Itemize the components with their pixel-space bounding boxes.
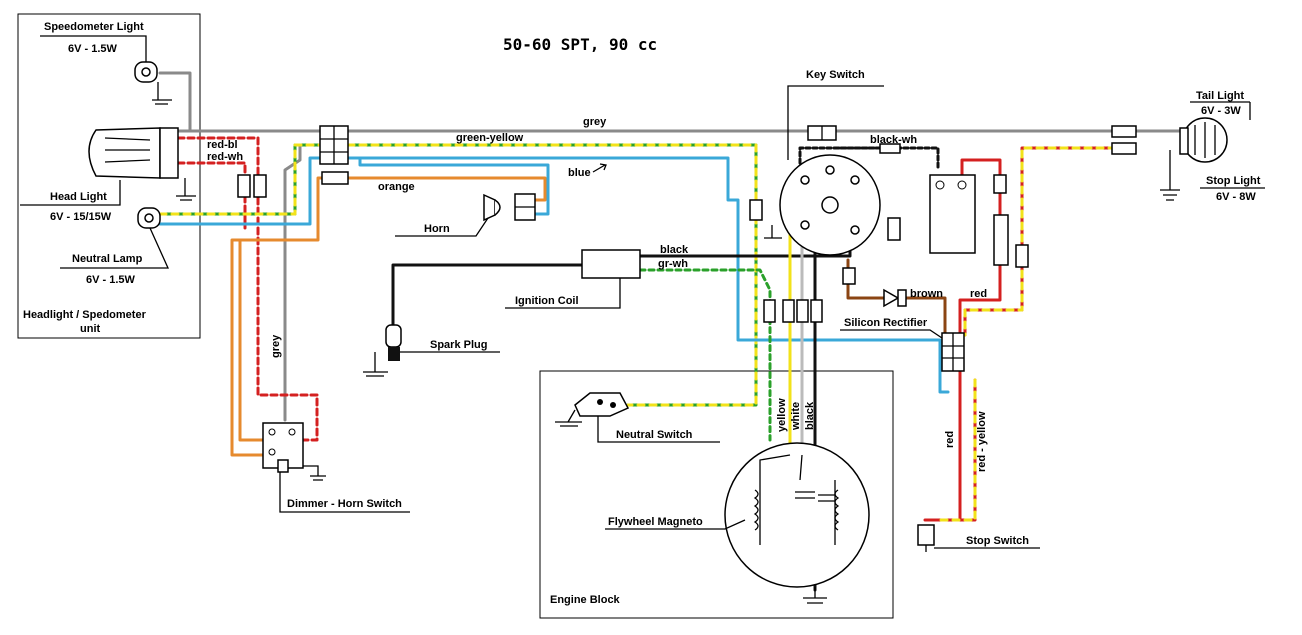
wire-label-brown: brown [910, 288, 943, 300]
flywheel-magneto-label: Flywheel Magneto [608, 516, 703, 528]
spark-plug-icon [363, 324, 402, 377]
red-wire-battery [923, 158, 1002, 522]
ignition-coil-pointer [505, 278, 621, 309]
key-switch-connector [807, 125, 901, 154]
wire-label-white: white [790, 402, 802, 431]
silicon-rectifier-label: Silicon Rectifier [844, 317, 928, 329]
head-light-spec: 6V - 15/15W [50, 211, 112, 223]
wire-label-gr-wh: gr-wh [658, 258, 688, 270]
wire-label-grey-vertical: grey [270, 334, 282, 358]
tail-light-label: Tail Light [1196, 90, 1244, 102]
black-wh-wire [798, 146, 940, 172]
dimmer-horn-switch-icon [262, 422, 326, 481]
grey-wire-speedo [158, 71, 192, 133]
neutral-switch-label: Neutral Switch [616, 429, 693, 441]
headlight-unit-box [17, 13, 201, 339]
tail-light-icon [1111, 117, 1228, 201]
neutral-lamp-pointer [60, 227, 170, 269]
wire-label-red: red [970, 288, 987, 300]
tail-light-spec: 6V - 3W [1201, 105, 1241, 117]
horn-pointer [395, 217, 489, 237]
wire-label-black-vertical: black [804, 401, 816, 430]
red-yellow-wire-overlay [938, 146, 1117, 522]
speedometer-light-pointer [40, 35, 147, 62]
silicon-rectifier-pointer [840, 329, 946, 341]
wire-label-blue: blue [568, 167, 591, 179]
headlight-unit-label-2: unit [80, 323, 100, 335]
horn-label: Horn [424, 223, 450, 235]
head-light-icon [88, 127, 196, 201]
wire-label-yellow: yellow [776, 398, 788, 432]
stop-light-spec: 6V - 8W [1216, 191, 1256, 203]
key-switch-pointer [787, 85, 884, 160]
wire-label-black-wh: black-wh [870, 134, 917, 146]
neutral-lamp-spec: 6V - 1.5W [86, 274, 136, 286]
spark-plug-label: Spark Plug [430, 339, 487, 351]
rear-connector-block [941, 332, 965, 372]
main-connector-block [319, 125, 349, 185]
horn-icon [483, 193, 536, 222]
silicon-rectifier-icon [883, 288, 907, 308]
dimmer-horn-switch-label: Dimmer - Horn Switch [287, 498, 402, 510]
fuse-icon [993, 174, 1029, 268]
orange-wire-dimmer [238, 238, 267, 442]
head-light-pointer [20, 180, 121, 206]
headlight-connectors [237, 174, 267, 198]
diagram-title: 50-60 SPT, 90 cc [503, 35, 657, 54]
neutral-lamp-label: Neutral Lamp [72, 253, 143, 265]
neutral-switch-pointer [597, 416, 720, 443]
neutral-lamp-icon [137, 207, 161, 229]
stop-switch-label: Stop Switch [966, 535, 1029, 547]
speedometer-light-label: Speedometer Light [44, 21, 144, 33]
neutral-switch-icon [555, 392, 630, 427]
magneto-connectors [763, 299, 823, 323]
wire-label-red-yellow: red - yellow [976, 411, 988, 472]
headlight-unit-label-1: Headlight / Spedometer [23, 309, 147, 321]
engine-block-label: Engine Block [550, 594, 621, 606]
wire-label-red-bl: red-bl [207, 139, 238, 151]
wire-label-black: black [660, 244, 689, 256]
flywheel-magneto-icon [724, 442, 870, 604]
wire-label-grey: grey [583, 116, 607, 128]
orange-wire [230, 176, 547, 457]
tail-light-pointer [1190, 101, 1251, 120]
ignition-coil-label: Ignition Coil [515, 295, 579, 307]
speedometer-light-spec: 6V - 1.5W [68, 43, 118, 55]
ht-lead [391, 263, 584, 332]
stop-switch-icon [917, 524, 935, 552]
engine-block-box [539, 370, 894, 619]
wire-label-orange: orange [378, 181, 415, 193]
battery-icon [929, 174, 976, 254]
stop-light-label: Stop Light [1206, 175, 1261, 187]
blue-wire-horn-branch [358, 156, 550, 216]
blue-wire-lamp [158, 156, 325, 226]
red-wh-wire [176, 161, 247, 230]
wire-label-red-wh: red-wh [207, 151, 243, 163]
green-yellow-wire-overlay [158, 143, 758, 407]
head-light-label: Head Light [50, 191, 107, 203]
gr-wh-wire [638, 268, 772, 442]
wire-label-green-yellow: green-yellow [456, 132, 524, 144]
blue-arrow [592, 163, 607, 173]
dimmer-horn-switch-pointer [279, 472, 410, 513]
red-bl-wire [176, 136, 319, 442]
key-switch-label: Key Switch [806, 69, 865, 81]
flywheel-magneto-pointer [605, 519, 746, 530]
speedometer-light-icon [134, 61, 172, 105]
wire-label-red-vertical: red [944, 431, 956, 448]
ignition-coil-icon [581, 249, 641, 279]
key-switch-icon [749, 154, 901, 285]
